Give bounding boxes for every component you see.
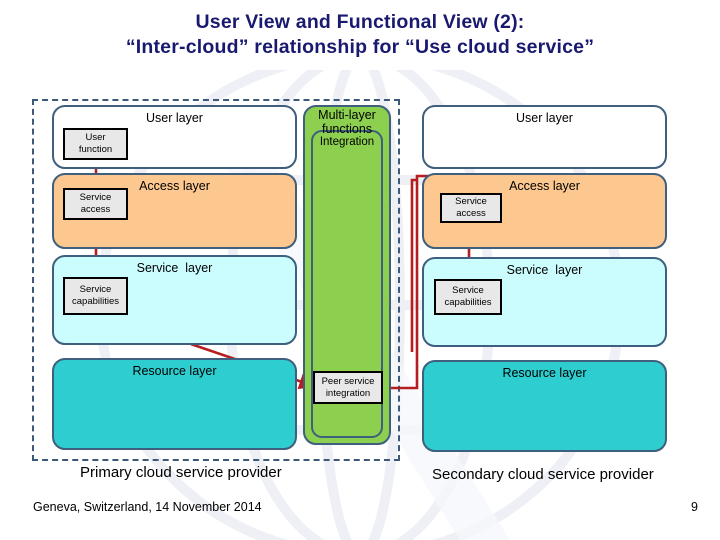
primary-resource-layer-label: Resource layer — [132, 364, 217, 378]
primary-service-capabilities-line1: Service — [79, 284, 112, 295]
secondary-service-capabilities-box[interactable]: Service capabilities — [434, 279, 502, 315]
primary-service-access-line1: Service — [79, 192, 112, 203]
integration-label: Integration — [319, 136, 375, 148]
primary-provider-caption: Primary cloud service provider — [80, 464, 282, 481]
primary-user-function-line2: function — [78, 144, 113, 155]
secondary-service-capabilities-line1: Service — [452, 285, 484, 296]
secondary-service-layer-label: Service layer — [506, 263, 583, 277]
secondary-service-access-line1: Service — [455, 196, 487, 207]
secondary-user-layer-label: User layer — [516, 111, 573, 125]
page-title: User View and Functional View (2): “Inte… — [0, 10, 720, 60]
primary-user-function-box[interactable]: User function — [63, 128, 128, 160]
secondary-provider-caption: Secondary cloud service provider — [432, 466, 654, 483]
footer-page-number: 9 — [691, 500, 698, 514]
secondary-service-capabilities-line2: capabilities — [444, 297, 492, 308]
secondary-resource-layer[interactable]: Resource layer — [422, 360, 667, 452]
peer-service-integration-line1: Peer service — [321, 375, 375, 387]
peer-service-integration-box[interactable]: Peer service integration — [313, 371, 383, 404]
secondary-service-access-box[interactable]: Service access — [440, 193, 502, 223]
secondary-service-access-line2: access — [456, 208, 486, 219]
secondary-access-layer-label: Access layer — [509, 179, 580, 193]
primary-service-capabilities-line2: capabilities — [72, 296, 119, 307]
primary-resource-layer[interactable]: Resource layer — [52, 358, 297, 450]
peer-service-integration-line2: integration — [325, 387, 371, 399]
primary-service-access-box[interactable]: Service access — [63, 188, 128, 220]
secondary-resource-layer-label: Resource layer — [502, 366, 587, 380]
multilayer-functions-label: Multi-layer functions — [318, 108, 376, 136]
primary-user-function-line1: User — [85, 132, 106, 143]
title-line-1: User View and Functional View (2): — [195, 11, 525, 33]
primary-service-access-line2: access — [80, 204, 111, 215]
primary-service-capabilities-box[interactable]: Service capabilities — [63, 277, 128, 315]
secondary-user-layer[interactable]: User layer — [422, 105, 667, 169]
primary-user-layer-label: User layer — [146, 111, 203, 125]
footer-location: Geneva, Switzerland, 14 November 2014 — [33, 500, 262, 514]
title-line-2: “Inter-cloud” relationship for “Use clou… — [125, 36, 595, 58]
primary-service-layer-label: Service layer — [136, 261, 213, 275]
